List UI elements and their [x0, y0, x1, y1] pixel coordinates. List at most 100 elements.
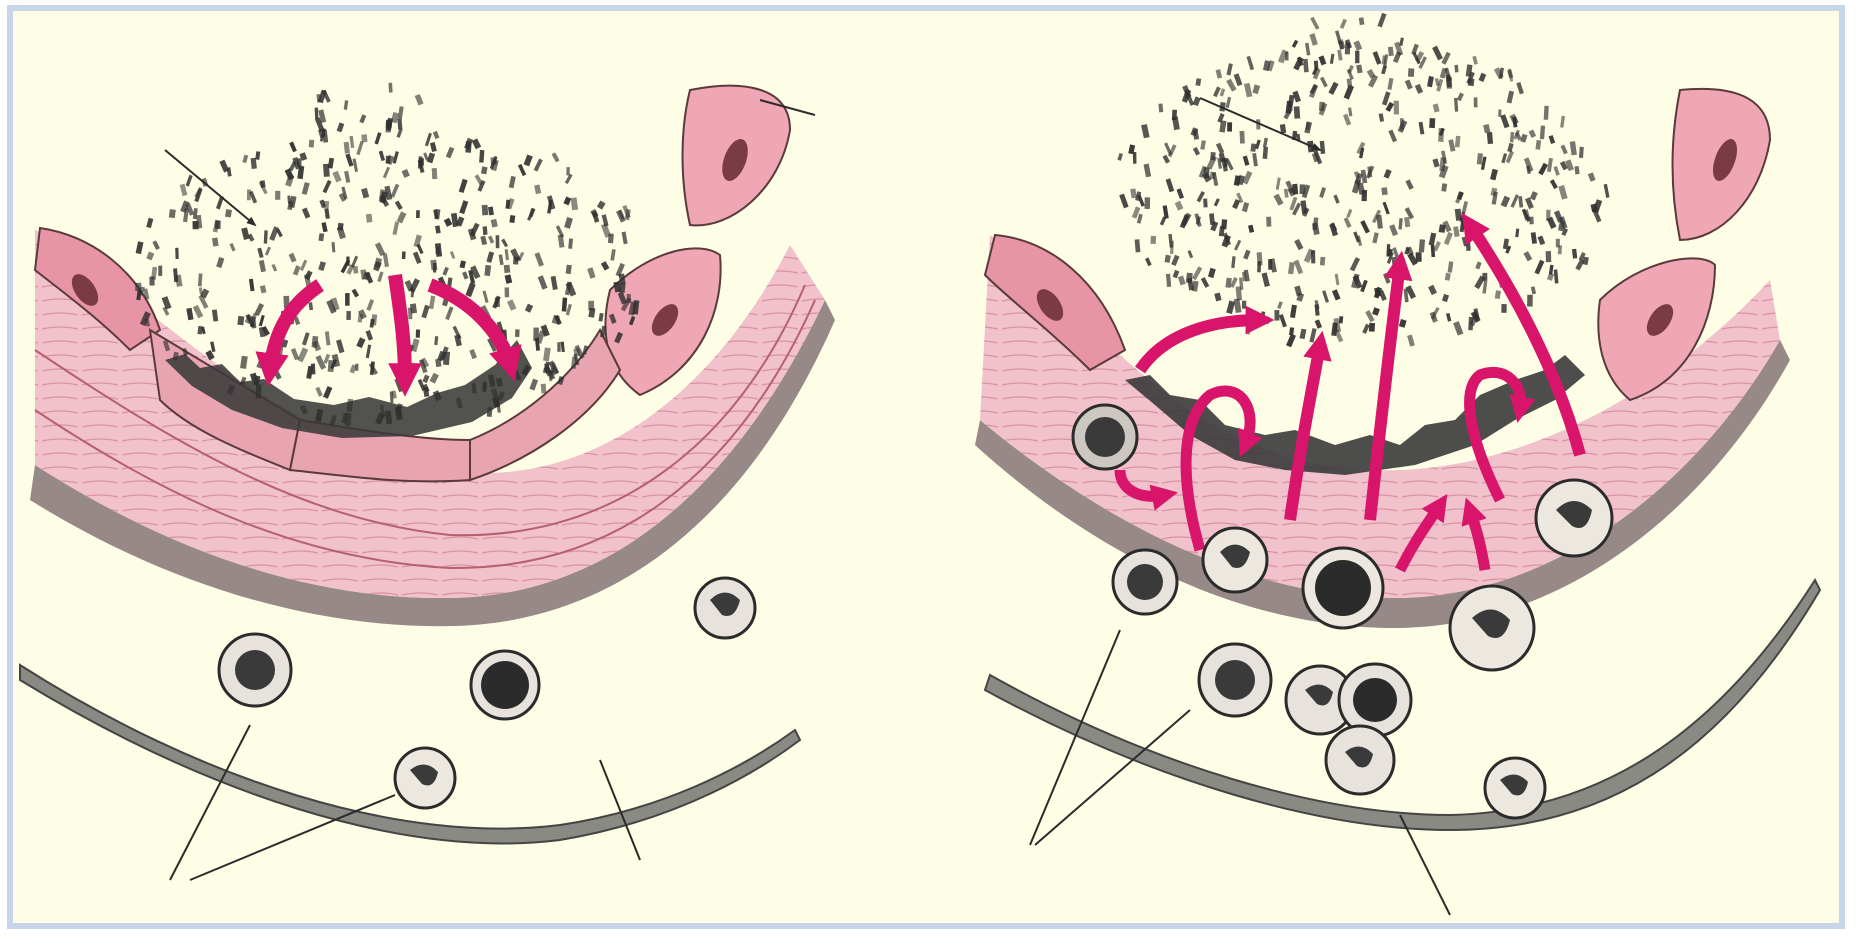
bacterium — [1394, 101, 1399, 115]
bacterium — [1292, 184, 1298, 195]
bacterium — [149, 277, 154, 286]
bacterium — [1150, 236, 1156, 244]
bacterium — [1474, 97, 1478, 107]
bacterium — [1355, 51, 1359, 64]
bacterium — [1186, 273, 1193, 284]
bacterium — [315, 108, 319, 120]
bacterium — [1388, 47, 1394, 57]
leukocyte — [1203, 528, 1267, 592]
bacterium — [275, 191, 280, 200]
bacterium — [515, 329, 520, 337]
leukocyte — [1450, 586, 1534, 670]
bacterium — [619, 283, 626, 293]
bacterium — [1221, 219, 1227, 229]
bacterium — [345, 293, 350, 306]
bacterium — [309, 140, 314, 148]
bacterium — [1546, 251, 1552, 262]
bacterium — [1300, 184, 1305, 194]
bacterium — [1546, 210, 1550, 221]
bacterium — [169, 209, 176, 218]
bacterium — [435, 247, 440, 255]
bacterium — [627, 294, 631, 303]
bacterium — [557, 342, 560, 352]
leukocyte — [1073, 405, 1137, 469]
bacterium — [361, 134, 367, 142]
bacterium — [562, 298, 567, 312]
bacterium — [402, 251, 406, 259]
bacterium — [483, 226, 488, 235]
bacterium — [389, 83, 393, 93]
bacterium — [323, 164, 330, 177]
bacterium — [1501, 304, 1506, 313]
bacterium — [212, 238, 219, 247]
bacterium — [566, 167, 569, 175]
bacterium — [1264, 317, 1269, 324]
leukocyte — [471, 651, 539, 719]
bacterium — [482, 382, 486, 392]
leukocyte — [395, 748, 455, 808]
bacterium — [1579, 147, 1584, 158]
bacterium — [1158, 104, 1163, 113]
bacterium — [504, 265, 511, 273]
bacterium — [1227, 122, 1232, 131]
bacterium — [355, 364, 358, 371]
bacterium — [1339, 41, 1344, 49]
bacterium — [264, 230, 268, 243]
bacterium — [1438, 128, 1444, 142]
bacterium — [1429, 118, 1435, 128]
bacterium — [1133, 152, 1137, 164]
bacterium — [175, 248, 179, 259]
bacterium — [416, 210, 420, 218]
bacterium — [487, 407, 493, 417]
bacterium — [433, 263, 436, 273]
bacterium — [1408, 68, 1414, 77]
bacterium — [347, 399, 353, 412]
bacterium — [251, 158, 257, 169]
bacterium — [1369, 323, 1375, 332]
bacterium — [346, 311, 351, 320]
bacterium — [386, 120, 392, 133]
bacterium — [505, 287, 510, 297]
bacterium — [158, 266, 162, 276]
bacterium — [1454, 65, 1458, 73]
bacterium — [1498, 109, 1501, 116]
bacterium — [237, 316, 244, 325]
bacterium — [247, 189, 251, 200]
bacterium — [479, 150, 484, 163]
bacterium — [1339, 316, 1344, 323]
bacterium — [215, 221, 221, 229]
bacterium — [541, 384, 547, 394]
bacterium — [509, 215, 515, 223]
bacterium — [1203, 199, 1208, 208]
leukocyte — [1199, 644, 1271, 716]
bacterium — [1320, 257, 1325, 266]
bacterium — [1544, 106, 1549, 120]
bacterium — [1285, 52, 1288, 61]
bacterium — [345, 413, 352, 426]
bacterium — [1419, 239, 1425, 252]
bacterium — [1487, 132, 1493, 144]
leukocyte — [1536, 480, 1612, 556]
bacterium — [1439, 224, 1446, 233]
leukocyte — [1485, 758, 1545, 818]
bacterium — [1274, 310, 1279, 321]
bacterium — [1306, 122, 1310, 129]
bacterium — [408, 308, 412, 320]
leukocyte — [1326, 726, 1394, 794]
leukocyte — [1113, 550, 1177, 614]
bacterium — [256, 384, 262, 398]
leukocyte — [1339, 664, 1411, 736]
bacterium — [1144, 197, 1150, 209]
bacterium — [1240, 131, 1245, 144]
bacterium — [1242, 301, 1246, 309]
bacterium — [386, 156, 391, 164]
bacterium — [482, 205, 488, 216]
bacterium — [1482, 273, 1487, 281]
leukocyte — [219, 634, 291, 706]
bacterium — [366, 214, 373, 223]
bacterium — [1416, 252, 1422, 262]
bacterium — [1266, 217, 1271, 227]
bacterium — [1527, 295, 1533, 307]
bacterium — [1392, 257, 1398, 265]
